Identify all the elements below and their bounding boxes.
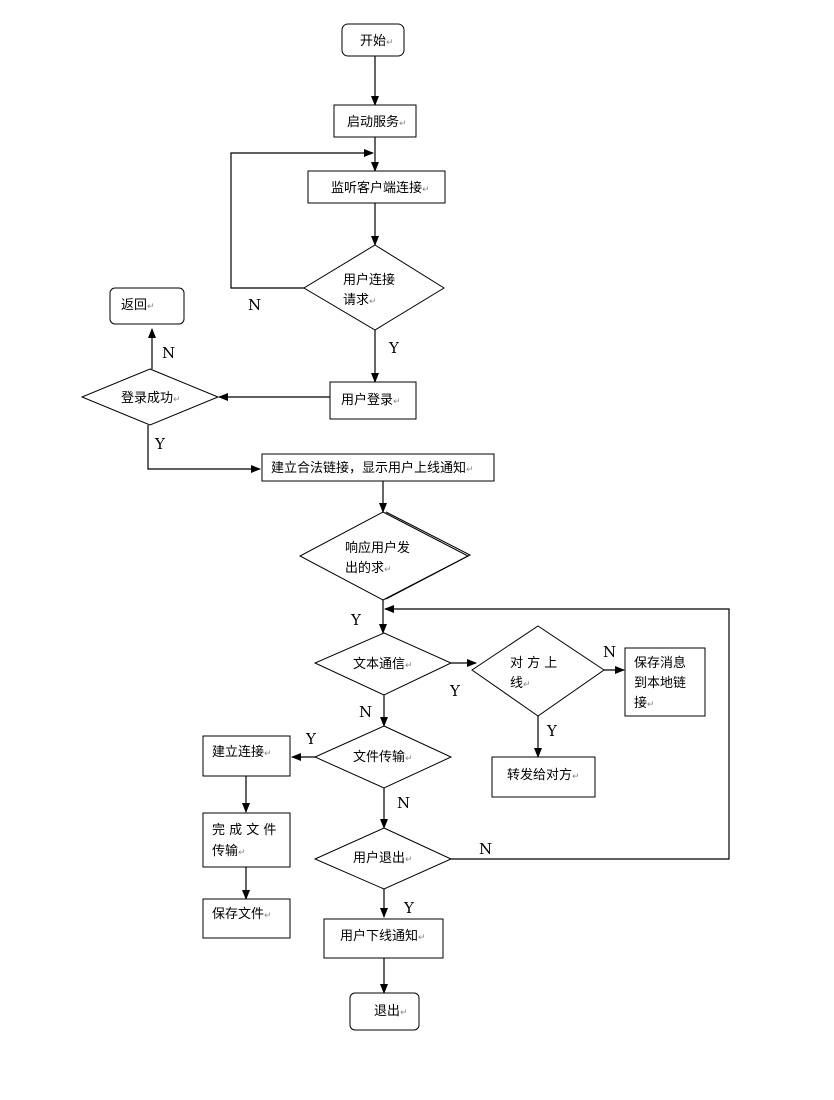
node-finish-transfer-line2: 传输↵: [212, 843, 246, 859]
paragraph-mark-icon: ↵: [405, 661, 413, 671]
node-respond-request: 响应用户发 出的求↵: [298, 511, 472, 601]
node-save-message: 保存消息 到本地链 接↵: [624, 647, 706, 717]
node-finish-transfer: 完 成 文 件 传输↵: [202, 812, 291, 868]
node-start-service-label: 启动服务↵: [347, 114, 407, 130]
node-login-success: 登录成功↵: [80, 368, 220, 426]
paragraph-mark-icon: ↵: [400, 1008, 408, 1018]
label-peer-online-no: N: [603, 643, 616, 661]
node-login-success-label: 登录成功↵: [121, 391, 181, 406]
node-user-login-label: 用户登录↵: [341, 392, 401, 408]
node-offline-notice: 用户下线通知↵: [323, 918, 444, 959]
label-text-comm-yes: Y: [449, 682, 461, 700]
node-build-conn: 建立连接↵: [202, 735, 291, 777]
paragraph-mark-icon: ↵: [418, 933, 426, 943]
node-exit-label: 退出↵: [374, 1004, 408, 1019]
node-conn-request-line2: 请求↵: [343, 293, 377, 308]
node-listen: 监听客户端连接↵: [307, 170, 446, 204]
node-user-login: 用户登录↵: [329, 381, 417, 420]
node-return: 返回↵: [109, 287, 185, 325]
paragraph-mark-icon: ↵: [405, 754, 413, 764]
node-establish-link: 建立合法链接，显示用户上线通知↵: [261, 453, 495, 482]
paragraph-mark-icon: ↵: [647, 700, 655, 710]
label-file-transfer-yes: Y: [305, 730, 317, 748]
node-file-transfer: 文件传输↵: [313, 725, 453, 789]
node-forward-label: 转发给对方↵: [507, 767, 580, 783]
node-save-file-label: 保存文件↵: [212, 907, 272, 922]
paragraph-mark-icon: ↵: [384, 565, 392, 575]
node-return-label: 返回↵: [121, 298, 155, 313]
edges: [147, 56, 730, 994]
paragraph-mark-icon: ↵: [386, 38, 394, 48]
node-text-comm: 文本通信↵: [313, 632, 453, 696]
node-save-message-line1: 保存消息: [634, 655, 686, 671]
label-conn-request-no: N: [248, 296, 261, 314]
label-peer-online-yes: Y: [546, 722, 558, 740]
node-peer-online-line2: 线↵: [510, 676, 531, 691]
label-text-comm-no: N: [359, 703, 372, 721]
node-conn-request: 用户连接 请求↵: [303, 244, 445, 331]
label-respond-yes: Y: [350, 611, 362, 629]
node-listen-label: 监听客户端连接↵: [331, 180, 430, 196]
node-establish-link-label: 建立合法链接，显示用户上线通知↵: [271, 460, 474, 476]
node-user-exit: 用户退出↵: [313, 827, 453, 890]
node-start: 开始↵: [341, 23, 405, 57]
paragraph-mark-icon: ↵: [405, 855, 413, 865]
node-peer-online-line1: 对 方 上: [510, 655, 557, 671]
node-respond-request-line1: 响应用户发: [345, 540, 410, 556]
paragraph-mark-icon: ↵: [572, 772, 580, 782]
node-save-message-line2: 到本地链: [634, 676, 686, 691]
paragraph-mark-icon: ↵: [147, 302, 155, 312]
paragraph-mark-icon: ↵: [466, 465, 474, 475]
paragraph-mark-icon: ↵: [238, 848, 246, 858]
paragraph-mark-icon: ↵: [264, 911, 272, 921]
paragraph-mark-icon: ↵: [369, 297, 377, 307]
label-login-yes: Y: [154, 435, 166, 453]
node-exit: 退出↵: [349, 992, 420, 1031]
paragraph-mark-icon: ↵: [393, 397, 401, 407]
edge-login-success-to-establish: [147, 425, 261, 473]
paragraph-mark-icon: ↵: [173, 395, 181, 405]
paragraph-mark-icon: ↵: [399, 119, 407, 129]
node-file-transfer-label: 文件传输↵: [353, 749, 413, 765]
paragraph-mark-icon: ↵: [264, 749, 272, 759]
edge-labels: N Y N Y Y Y N N Y Y N N Y: [154, 296, 616, 917]
node-offline-notice-label: 用户下线通知↵: [340, 928, 426, 944]
label-user-exit-yes: Y: [403, 899, 415, 917]
node-user-exit-label: 用户退出↵: [353, 850, 413, 866]
label-login-no: N: [162, 344, 175, 362]
paragraph-mark-icon: ↵: [422, 185, 430, 195]
node-start-label: 开始↵: [360, 34, 394, 49]
node-conn-request-line1: 用户连接: [343, 272, 395, 288]
node-save-file: 保存文件↵: [202, 898, 291, 939]
edge-user-exit-no-loop: [384, 605, 730, 860]
label-conn-request-yes: Y: [388, 339, 400, 357]
label-file-transfer-no: N: [397, 794, 410, 812]
label-user-exit-no: N: [479, 840, 492, 858]
edge-conn-request-no-loop: [230, 149, 374, 289]
node-forward: 转发给对方↵: [491, 756, 596, 798]
node-peer-online: 对 方 上 线↵: [471, 625, 605, 717]
node-respond-request-line2: 出的求↵: [345, 560, 392, 576]
node-start-service: 启动服务↵: [333, 104, 417, 138]
node-build-conn-label: 建立连接↵: [212, 744, 272, 760]
paragraph-mark-icon: ↵: [523, 680, 531, 690]
node-text-comm-label: 文本通信↵: [353, 657, 413, 672]
node-finish-transfer-line1: 完 成 文 件: [212, 823, 276, 838]
